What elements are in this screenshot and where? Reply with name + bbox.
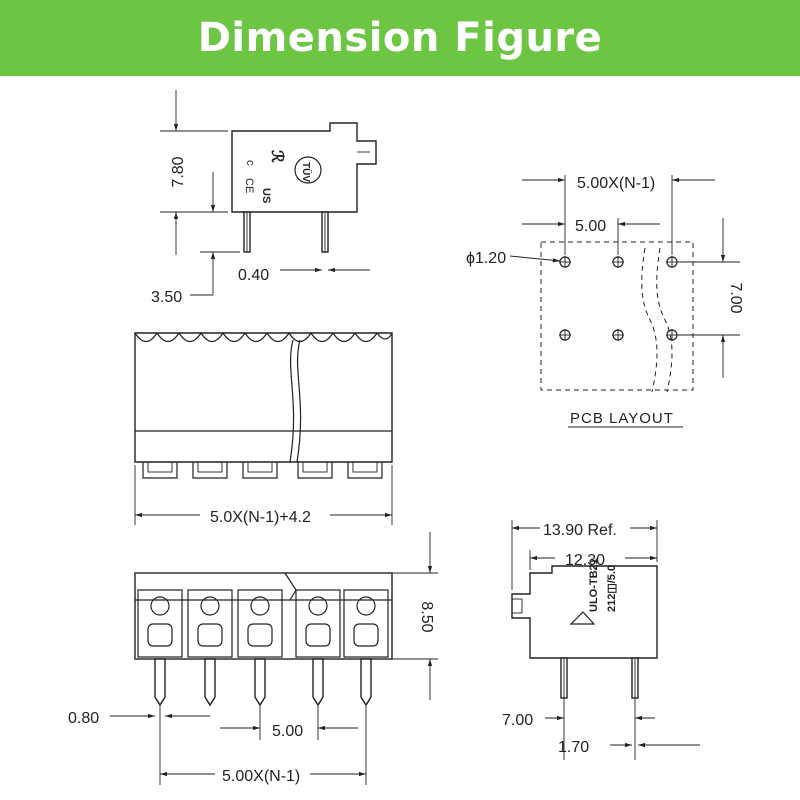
dim-pin-width: 0.40: [238, 267, 269, 284]
us-mark: US: [260, 188, 272, 203]
dim-hole-diameter: ϕ1.20: [466, 250, 506, 267]
logo-triangle-icon: [569, 611, 596, 625]
ul-mark: c: [244, 160, 256, 166]
front-view: 8.50 0.80 5.00 5.00X(N-1): [68, 532, 438, 785]
header-banner: Dimension Figure: [0, 0, 800, 76]
part-code: 212◫/5.0: [606, 565, 618, 612]
certification-marks: c CE ℛ US TÜV: [243, 150, 322, 203]
dim-pin-length: 3.50: [151, 289, 182, 306]
dim-body-width: 12.30: [565, 552, 605, 569]
page-title: Dimension Figure: [197, 15, 603, 61]
ul-logo: ℛ: [268, 150, 285, 163]
dim-ref-width: 13.90 Ref.: [543, 522, 617, 539]
dim-overall-length: 5.0X(N-1)+4.2: [210, 509, 311, 526]
ce-mark: CE: [243, 178, 255, 193]
pcb-holes: [559, 256, 678, 341]
svg-text:TÜV: TÜV: [300, 162, 313, 182]
pcb-layout-label: PCB LAYOUT: [570, 410, 674, 427]
dim-pcb-pitch-total: 5.00X(N-1): [577, 175, 655, 192]
front-pins: [154, 658, 372, 707]
dim-row-spacing: 7.00: [727, 282, 744, 313]
part-number: ULO-TB21: [588, 558, 600, 612]
dim-front-pitch-total: 5.00X(N-1): [222, 768, 300, 785]
side-view-rear: ULO-TB21 212◫/5.0 13.90 Ref. 12.30 7.00 …: [502, 520, 700, 760]
dim-pcb-pitch: 5.00: [575, 218, 606, 235]
dim-side-height: 7.80: [170, 156, 187, 187]
dim-front-height: 8.50: [418, 601, 435, 632]
dim-front-pin-width: 0.80: [68, 710, 99, 727]
front-terminals: [137, 589, 389, 658]
dim-rear-pin-offset: 7.00: [502, 712, 533, 729]
side-view: c CE ℛ US TÜV 7.80 3.50 0.40: [151, 90, 377, 306]
top-view: 5.0X(N-1)+4.2: [134, 331, 393, 526]
tuv-mark-icon: [294, 156, 322, 184]
top-view-slots: [142, 461, 383, 479]
dim-front-pitch: 5.00: [272, 723, 303, 740]
pcb-layout: 5.00X(N-1) 5.00 ϕ1.20 7.00 PCB LAYOUT: [466, 175, 744, 428]
dim-pin-offset-small: 1.70: [558, 739, 589, 756]
